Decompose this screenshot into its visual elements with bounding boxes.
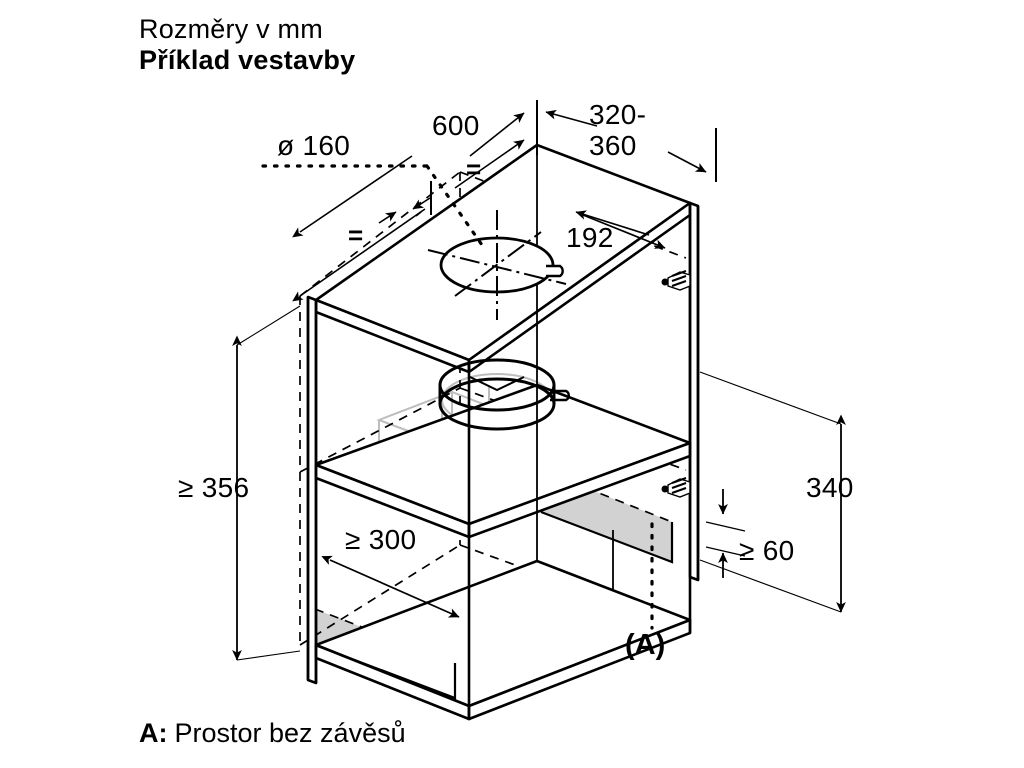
dimension-lines bbox=[232, 100, 846, 661]
label-height-min-356: ≥ 356 bbox=[178, 472, 250, 503]
dim-320-360 bbox=[545, 109, 717, 182]
page-title-line2: Příklad vestavby bbox=[139, 45, 356, 75]
dim-192 bbox=[575, 210, 666, 249]
label-width-600: 600 bbox=[432, 110, 480, 141]
label-height-340: 340 bbox=[806, 472, 854, 503]
legend-caption: A: Prostor bez závěsů bbox=[139, 718, 406, 749]
label-reference-a: (A) bbox=[625, 629, 666, 661]
dim-600 bbox=[292, 100, 538, 302]
leader-duct-diameter bbox=[261, 164, 484, 247]
hinge-icon-lower bbox=[661, 477, 691, 498]
label-depth-range: 320- 360 bbox=[589, 99, 647, 162]
dim-60 bbox=[705, 489, 746, 578]
label-depth-min-300: ≥ 300 bbox=[345, 524, 417, 555]
hinge-icon-upper bbox=[661, 270, 691, 291]
hinge-fixtures bbox=[661, 270, 691, 498]
label-duct-diameter: ø 160 bbox=[277, 130, 351, 161]
legend-description: Prostor bez závěsů bbox=[174, 718, 406, 748]
label-equal-right: = bbox=[466, 154, 482, 184]
label-offset-192: 192 bbox=[566, 222, 614, 253]
dim-300 bbox=[321, 555, 460, 618]
upper-duct-opening bbox=[427, 210, 567, 320]
dim-356 bbox=[232, 305, 301, 661]
shaded-panel-edges bbox=[314, 510, 674, 700]
lower-duct-collar bbox=[438, 358, 570, 431]
page-title-line1: Rozměry v mm bbox=[139, 14, 323, 44]
label-equal-left: = bbox=[348, 220, 364, 250]
legend-key: A: bbox=[139, 718, 168, 748]
label-gap-min-60: ≥ 60 bbox=[739, 535, 795, 566]
equal-ticks bbox=[378, 197, 431, 224]
